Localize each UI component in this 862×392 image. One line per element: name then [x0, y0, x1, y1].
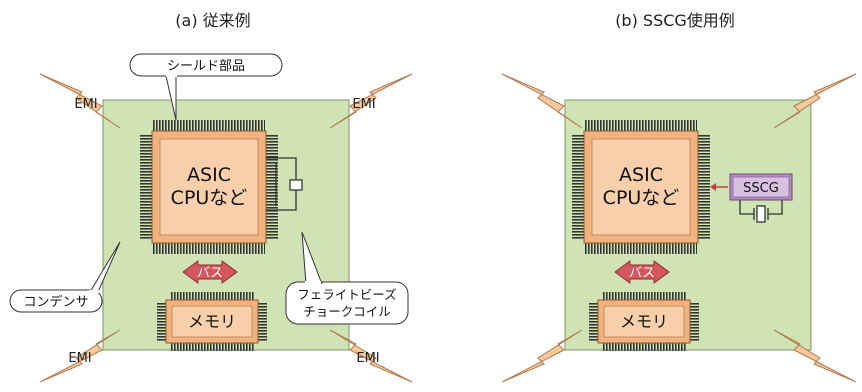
cpu-label-line1-b: ASIC: [619, 164, 663, 186]
cpu-chip-b: ASIC CPUなど: [572, 120, 710, 254]
emi-bolt-top-right-b: [773, 73, 857, 129]
panel-a-title: (a) 従来例: [175, 11, 250, 30]
ferrite-label-line2: チョークコイル: [303, 304, 391, 319]
panel-b-title: (b) SSCG使用例: [615, 11, 735, 30]
callout-ferrite: フェライトビーズ チョークコイル: [285, 231, 409, 325]
emi-label-bottom-right: EMI: [356, 351, 379, 366]
emi-label-top-left: EMI: [74, 97, 97, 112]
bus-arrow-a: バス: [182, 260, 238, 284]
callout-shield-part: シールド部品: [129, 53, 283, 121]
callout-capacitor: コンデンサ: [9, 241, 121, 313]
emi-bolt-bottom-right: EMI: [329, 329, 413, 383]
emi-label-top-right: EMI: [352, 97, 375, 112]
emi-bolt-top-right: EMI: [329, 73, 413, 129]
ferrite-symbol-a: [266, 157, 303, 211]
shield-label: シールド部品: [167, 59, 245, 74]
cpu-label-line1-a: ASIC: [187, 164, 231, 186]
emi-label-bottom-left: EMI: [68, 351, 91, 366]
bus-label-a: バス: [197, 266, 223, 281]
memory-chip-a: メモリ: [157, 292, 267, 351]
bus-arrow-b: バス: [614, 260, 670, 284]
panel-a: (a) 従来例 EMI EMI EMI EMI ASIC: [9, 11, 413, 383]
cpu-label-line2-a: CPUなど: [171, 187, 248, 209]
ferrite-label-line1: フェライトビーズ: [297, 287, 396, 302]
memory-label-a: メモリ: [188, 312, 236, 331]
memory-label-b: メモリ: [620, 312, 668, 331]
sscg-chip: SSCG: [729, 173, 793, 201]
bus-label-b: バス: [629, 266, 655, 281]
capacitor-label: コンデンサ: [23, 294, 88, 310]
cpu-chip-a: ASIC CPUなど: [140, 120, 278, 254]
memory-chip-b: メモリ: [589, 292, 699, 351]
crystal-symbol-b: [739, 200, 783, 223]
emi-bolt-bottom-left-b: [501, 329, 583, 383]
sscg-arrow: [710, 183, 728, 191]
sscg-label: SSCG: [743, 181, 779, 196]
emi-bolt-top-left: EMI: [39, 73, 121, 129]
panel-b: (b) SSCG使用例 ASIC CPUなど SSCG: [501, 11, 857, 383]
emi-bolt-bottom-left: EMI: [39, 329, 121, 383]
emi-bolt-bottom-right-b: [773, 329, 857, 383]
emi-bolt-top-left-b: [501, 73, 583, 129]
cpu-label-line2-b: CPUなど: [603, 187, 680, 209]
